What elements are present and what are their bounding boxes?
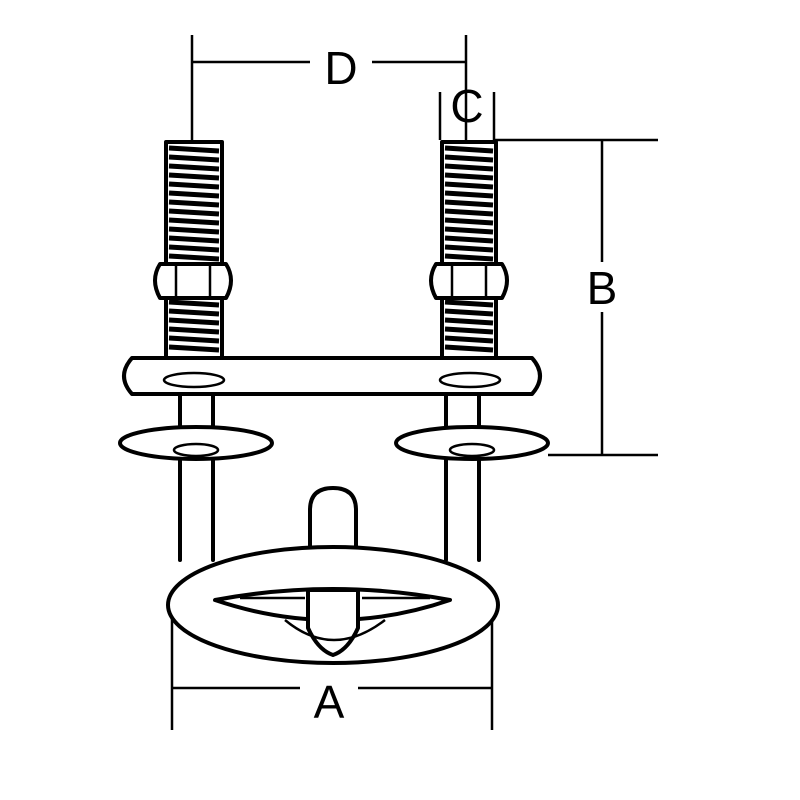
thread-line (444, 317, 494, 326)
washer-left (118, 425, 274, 461)
thread-line (444, 181, 494, 190)
label-b: B (587, 262, 618, 314)
thread-line (444, 199, 494, 208)
dimension-d: D (190, 35, 468, 140)
thread-line (444, 253, 494, 262)
thread-line (168, 244, 220, 253)
thread-line (168, 190, 220, 199)
thread-line (444, 344, 494, 353)
thread-line (168, 181, 220, 190)
thread-line (168, 235, 220, 244)
thread-line (168, 145, 220, 154)
threaded-stud-left (164, 140, 224, 360)
u-bolt-legs (178, 393, 481, 562)
thread-line (444, 172, 494, 181)
thread-line (168, 326, 220, 335)
thread-line (444, 208, 494, 217)
thread-line (444, 217, 494, 226)
thread-line (444, 190, 494, 199)
thread-line (168, 154, 220, 163)
thread-line (444, 308, 494, 317)
thread-line (444, 244, 494, 253)
thread-line (168, 253, 220, 262)
ring-base (166, 545, 500, 665)
thread-line (444, 226, 494, 235)
thread-line (168, 317, 220, 326)
thread-line (168, 335, 220, 344)
thread-line (168, 199, 220, 208)
thread-line (444, 335, 494, 344)
thread-line (168, 226, 220, 235)
hex-nut-left (153, 262, 233, 300)
thread-line (168, 217, 220, 226)
thread-line (444, 163, 494, 172)
dimension-b: B (494, 138, 658, 457)
hex-nut-right (429, 262, 509, 300)
label-c: C (450, 80, 483, 132)
thread-line (168, 208, 220, 217)
thread-line (168, 308, 220, 317)
thread-line (168, 163, 220, 172)
thread-line (444, 154, 494, 163)
washer-right (394, 425, 550, 461)
label-a: A (314, 676, 345, 728)
thread-line (444, 299, 494, 308)
thread-line (444, 326, 494, 335)
backing-plate (122, 356, 542, 396)
thread-line (444, 145, 494, 154)
dimension-c: C (438, 80, 496, 140)
thread-line (168, 299, 220, 308)
threaded-stud-right (440, 140, 498, 360)
thread-line (168, 172, 220, 181)
label-d: D (324, 42, 357, 94)
center-pin (308, 486, 358, 562)
thread-line (168, 344, 220, 353)
thread-line (444, 235, 494, 244)
